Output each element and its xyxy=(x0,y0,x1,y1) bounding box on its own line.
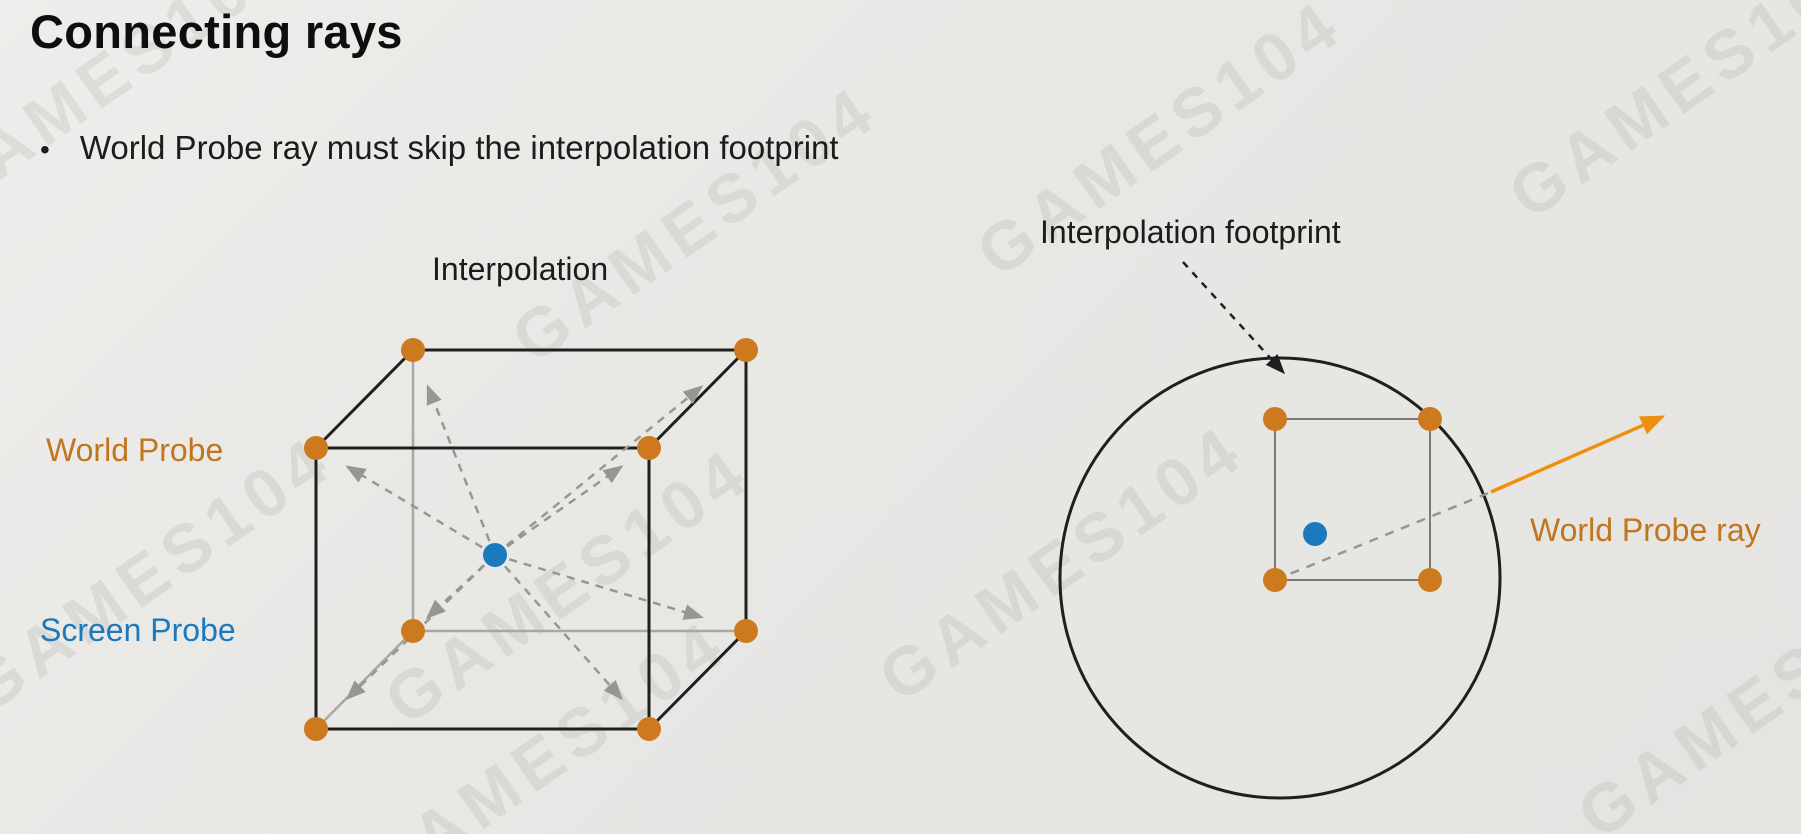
world-probe-dot xyxy=(401,619,425,643)
skipped-ray-dashed-segment xyxy=(1274,490,1492,582)
cube-hidden-edges xyxy=(315,350,746,730)
page-title: Connecting rays xyxy=(30,5,403,58)
world-probe-ray-arrow xyxy=(1490,415,1666,494)
world-probe-dot xyxy=(734,619,758,643)
world-probe-dot xyxy=(1263,407,1287,431)
footprint-diagram xyxy=(1058,261,1666,800)
cube-visible-edges xyxy=(314,348,748,731)
world-probe-label: World Probe xyxy=(46,432,224,468)
world-probe-dot xyxy=(637,717,661,741)
world-probe-dots xyxy=(1263,407,1442,592)
footprint-pointer-arrow xyxy=(1182,261,1286,375)
bullet-text: World Probe ray must skip the interpolat… xyxy=(79,129,839,166)
bullet-marker: • xyxy=(40,134,50,165)
world-probe-dot xyxy=(1418,568,1442,592)
cube-diagram xyxy=(304,338,758,741)
interpolation-footprint-label: Interpolation footprint xyxy=(1040,214,1341,250)
screen-probe-dot xyxy=(1303,522,1327,546)
world-probe-ray-label: World Probe ray xyxy=(1530,512,1761,548)
world-probe-dots xyxy=(304,338,758,741)
world-probe-dot xyxy=(304,717,328,741)
interpolation-arrows xyxy=(345,384,704,701)
interpolation-label: Interpolation xyxy=(432,251,609,287)
world-probe-dot xyxy=(637,436,661,460)
probe-square xyxy=(1274,418,1431,581)
screen-probe-label: Screen Probe xyxy=(40,612,236,648)
screen-probe-dot xyxy=(483,543,507,567)
world-probe-dot xyxy=(1418,407,1442,431)
world-probe-dot xyxy=(304,436,328,460)
world-probe-dot xyxy=(734,338,758,362)
world-probe-dot xyxy=(1263,568,1287,592)
bullet-item: • World Probe ray must skip the interpol… xyxy=(40,129,839,167)
world-probe-dot xyxy=(401,338,425,362)
